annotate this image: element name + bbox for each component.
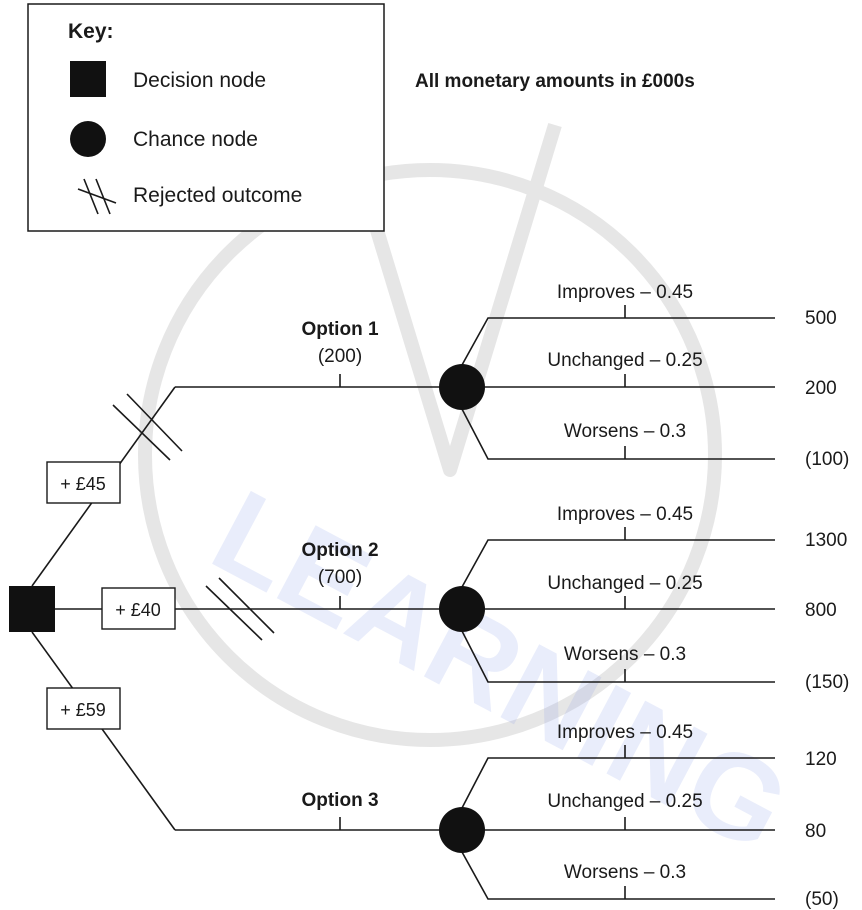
outcome-value: (150) (805, 672, 849, 693)
chance-node (439, 807, 485, 853)
chance-node (439, 364, 485, 410)
adjustment-label-1: + £45 (60, 474, 106, 494)
watermark-ring (138, 163, 722, 747)
chance-group-option-2: Improves – 0.45 Unchanged – 0.25 Worsens… (439, 504, 849, 693)
outcome-label: Improves – 0.45 (557, 282, 693, 303)
chance-node (439, 586, 485, 632)
currency-note: All monetary amounts in £000s (415, 71, 695, 92)
decision-node (9, 586, 55, 632)
legend-title: Key: (68, 20, 114, 43)
outcome-label: Worsens – 0.3 (564, 421, 686, 442)
outcome-value: 1300 (805, 530, 847, 551)
decision-node-icon (70, 61, 106, 97)
branch-option-3 (31, 631, 176, 831)
legend-box: Key: Decision node Chance node Rejected … (27, 3, 385, 232)
adjustment-box-2: + £40 (101, 587, 176, 630)
option-1-cost: (200) (318, 346, 362, 367)
adjustment-label-2: + £40 (115, 600, 161, 620)
outcome-label: Unchanged – 0.25 (547, 791, 702, 812)
chance-node-icon (70, 121, 106, 157)
watermark: LEARNING (138, 122, 809, 878)
adjustment-label-3: + £59 (60, 700, 106, 720)
option-2-label: Option 2 (301, 540, 378, 561)
outcome-value: 80 (805, 821, 826, 842)
adjustment-box-3: + £59 (46, 687, 121, 730)
legend-rejected-label: Rejected outcome (133, 184, 302, 207)
rejection-mark-option-1 (112, 393, 183, 461)
watermark-text: LEARNING (193, 465, 809, 878)
legend-decision-label: Decision node (133, 69, 266, 92)
outcome-value: (50) (805, 889, 839, 910)
outcome-label: Unchanged – 0.25 (547, 350, 702, 371)
legend-chance-label: Chance node (133, 128, 258, 151)
option-2-cost: (700) (318, 567, 362, 588)
outcome-label: Worsens – 0.3 (564, 862, 686, 883)
adjustment-box-1: + £45 (46, 461, 121, 504)
outcome-value: 500 (805, 308, 837, 329)
option-3-label: Option 3 (301, 790, 378, 811)
outcome-value: 800 (805, 600, 837, 621)
rejected-outcome-icon (77, 178, 117, 215)
outcome-value: 200 (805, 378, 837, 399)
outcome-label: Improves – 0.45 (557, 722, 693, 743)
outcome-label: Unchanged – 0.25 (547, 573, 702, 594)
chance-group-option-1: Improves – 0.45 Unchanged – 0.25 Worsens… (439, 282, 849, 470)
watermark-chevron (338, 122, 562, 477)
chance-group-option-3: Improves – 0.45 Unchanged – 0.25 Worsens… (439, 722, 839, 910)
outcome-value: 120 (805, 749, 837, 770)
outcome-value: (100) (805, 449, 849, 470)
outcome-label: Worsens – 0.3 (564, 644, 686, 665)
option-1-label: Option 1 (301, 319, 378, 340)
outcome-label: Improves – 0.45 (557, 504, 693, 525)
rejection-mark-option-2 (205, 577, 275, 641)
